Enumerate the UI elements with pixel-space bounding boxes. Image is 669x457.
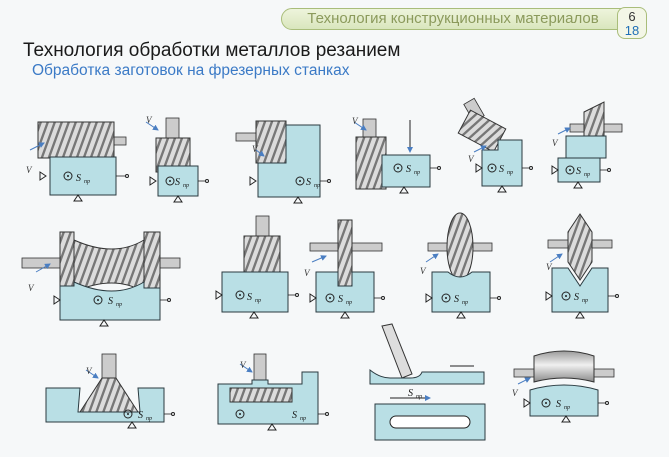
diagram-double-angle-milling: V S пр (545, 213, 619, 319)
diagram-face-milling: V S пр (352, 116, 441, 194)
label-feed-sub: пр (582, 298, 588, 304)
page-subtitle: Обработка заготовок на фрезерных станках (32, 62, 350, 79)
label-feed: S (574, 292, 579, 303)
label-feed: S (175, 177, 180, 188)
label-feed-sub: пр (116, 302, 122, 308)
label-feed: S (406, 164, 411, 175)
label-feed: S (499, 164, 504, 175)
label-feed-sub: пр (183, 183, 189, 189)
label-v: V (28, 283, 35, 293)
page-title: Технология обработки металлов резанием (23, 40, 401, 61)
label-feed-sub: пр (300, 416, 306, 422)
page-number-top: 6 (628, 9, 636, 24)
label-feed-sub: пр (314, 183, 320, 189)
label-v: V (86, 366, 93, 376)
label-feed-sub: пр (584, 172, 590, 178)
label-v: V (240, 360, 247, 370)
diagram-dovetail-milling: V S пр (551, 101, 623, 189)
label-v: V (146, 115, 153, 125)
label-feed: S (306, 177, 311, 188)
page-number-bottom: 18 (624, 23, 640, 38)
diagram-vertical-milling: S пр (215, 215, 299, 319)
label-feed: S (292, 410, 297, 421)
diagram-form-milling: V S пр (512, 350, 615, 423)
label-feed-sub: пр (146, 416, 152, 422)
page-number-badge: 6 18 (617, 7, 647, 39)
diagram-keyway-milling: S пр (369, 323, 486, 441)
label-v: V (546, 262, 553, 272)
label-v: V (252, 144, 259, 154)
diagram-profile-milling: V S пр (420, 212, 501, 319)
diagram-angle-milling: V S пр (457, 97, 533, 193)
label-feed: S (247, 292, 252, 303)
label-v: V (26, 165, 33, 175)
section-title: Технология конструкционных материалов (307, 10, 599, 27)
label-v: V (352, 116, 359, 126)
label-v: V (304, 268, 311, 278)
label-feed-sub: пр (346, 300, 352, 306)
label-v: V (552, 138, 559, 148)
label-feed-sub: пр (255, 298, 261, 304)
label-feed: S (338, 294, 343, 305)
label-feed: S (454, 294, 459, 305)
label-feed-sub: пр (564, 405, 570, 411)
label-v: V (512, 388, 519, 398)
label-feed: S (138, 410, 143, 421)
label-feed-sub: пр (507, 170, 513, 176)
label-feed-sub: пр (84, 179, 90, 185)
diagram-plain-milling: V S пр (26, 121, 129, 202)
label-v: V (420, 266, 427, 276)
label-feed: S (576, 166, 581, 177)
label-feed: S (408, 388, 413, 399)
label-v: V (468, 154, 475, 164)
diagram-bevel-milling: V S пр (45, 353, 175, 429)
label-feed-sub: пр (416, 394, 422, 400)
label-feed: S (556, 399, 561, 410)
diagram-slot-milling: V S пр (304, 219, 385, 319)
label-feed-sub: пр (414, 170, 420, 176)
label-feed: S (108, 296, 113, 307)
diagram-t-slot-milling: V S пр (217, 353, 329, 431)
label-feed-sub: пр (462, 300, 468, 306)
diagram-end-milling: V S пр (145, 115, 209, 203)
label-feed: S (76, 173, 81, 184)
diagram-gang-milling: V S пр (21, 231, 181, 327)
diagram-shoulder-milling: V S пр (235, 120, 331, 204)
